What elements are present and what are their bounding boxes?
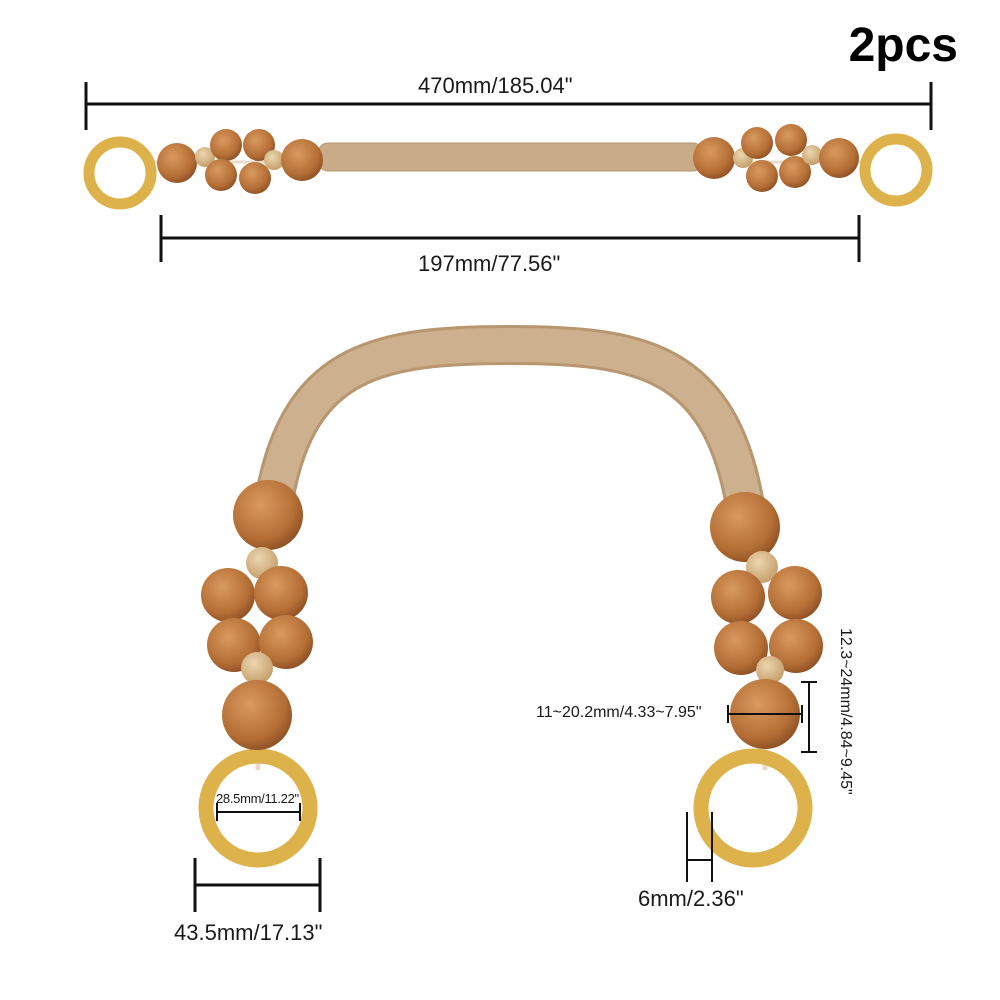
ring-right (859, 133, 933, 207)
ring-left (83, 136, 157, 210)
ring-left (198, 748, 318, 868)
bead-diameter-label: 11~20.2mm/4.33~7.95" (536, 704, 702, 721)
beads-right (710, 492, 823, 749)
rope (317, 142, 704, 172)
top-handle (83, 124, 933, 210)
bead-height-label: 12.3~24mm/4.84~9.45" (837, 628, 854, 795)
beads-left (201, 480, 313, 750)
beads-left (157, 129, 323, 194)
dimension-lines (84, 82, 933, 912)
beads-right (693, 124, 859, 192)
ring-right (693, 748, 813, 868)
arched-handle (198, 324, 823, 868)
total-length-label: 470mm/185.04" (418, 73, 573, 98)
quantity-label: 2pcs (848, 19, 958, 72)
rope-length-label: 197mm/77.56" (418, 251, 561, 276)
ring-inner-diameter-label: 28.5mm/11.22" (216, 791, 299, 806)
ring-thickness-label: 6mm/2.36" (638, 886, 744, 911)
ring-outer-diameter-label: 43.5mm/17.13" (174, 920, 323, 945)
